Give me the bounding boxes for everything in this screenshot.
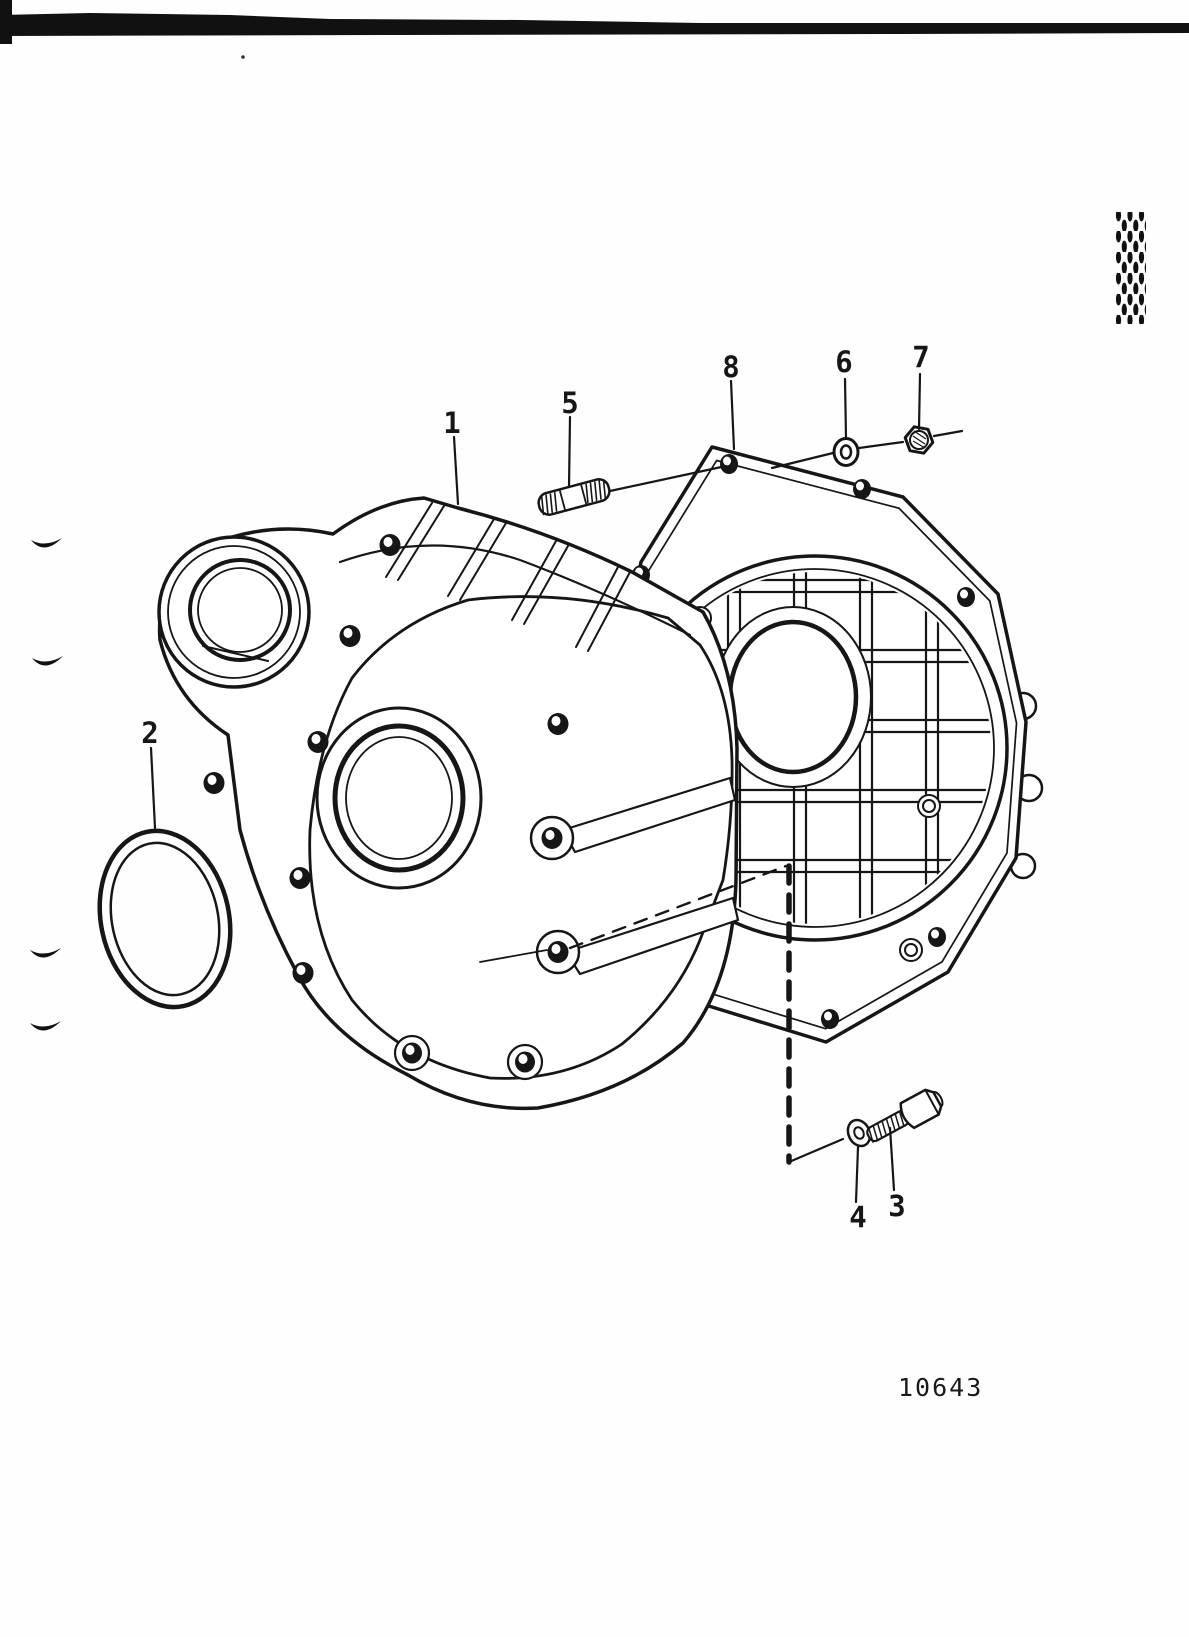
callout-6-label: 6 xyxy=(835,345,852,379)
top-ribs xyxy=(385,502,631,652)
callout-1-leader xyxy=(452,435,460,506)
callout-5-leader xyxy=(567,415,572,489)
sealing-ring-part2 xyxy=(97,828,233,1010)
face-hole-pointer-line xyxy=(479,949,548,963)
binder-mark xyxy=(30,1021,61,1031)
callout-4-label: 4 xyxy=(849,1200,866,1234)
callout-7-leader xyxy=(917,372,922,431)
callout-1-label: 1 xyxy=(443,406,460,440)
callout-2-label: 2 xyxy=(141,716,158,750)
callout-3-leader xyxy=(888,1126,896,1192)
binder-mark xyxy=(31,538,62,548)
knurl-texture-band xyxy=(1116,212,1146,324)
gasket-face-holes xyxy=(203,534,569,1073)
scan-speckle xyxy=(241,55,245,59)
flywheel-housing-front-part1 xyxy=(157,496,740,1111)
callout-6-leader xyxy=(843,377,848,440)
stud-part5 xyxy=(537,478,611,516)
leader-lines xyxy=(149,372,964,1204)
nut-part7 xyxy=(903,425,935,455)
washer-nut-axis-line xyxy=(770,429,964,470)
callout-2-leader xyxy=(149,746,157,830)
callout-7-label: 7 xyxy=(912,340,929,374)
binder-marks xyxy=(30,538,63,1031)
binder-mark xyxy=(32,656,63,666)
callout-5-label: 5 xyxy=(561,386,578,420)
callout-8-label: 8 xyxy=(722,350,739,384)
callout-5-leader-to-hole xyxy=(608,464,728,493)
hidden-edge-dashed-diagonal xyxy=(568,864,788,950)
callout-8-leader xyxy=(729,379,736,451)
callout-4-leader xyxy=(854,1145,860,1204)
binder-mark xyxy=(30,948,61,958)
washer-part6 xyxy=(832,437,860,467)
scan-top-bar xyxy=(0,0,1189,44)
hex-bolt-part3 xyxy=(866,1088,944,1143)
figure-number: 10643 xyxy=(898,1373,983,1402)
callout-3-label: 3 xyxy=(888,1189,905,1223)
dashed-to-washer-line xyxy=(787,1137,845,1164)
